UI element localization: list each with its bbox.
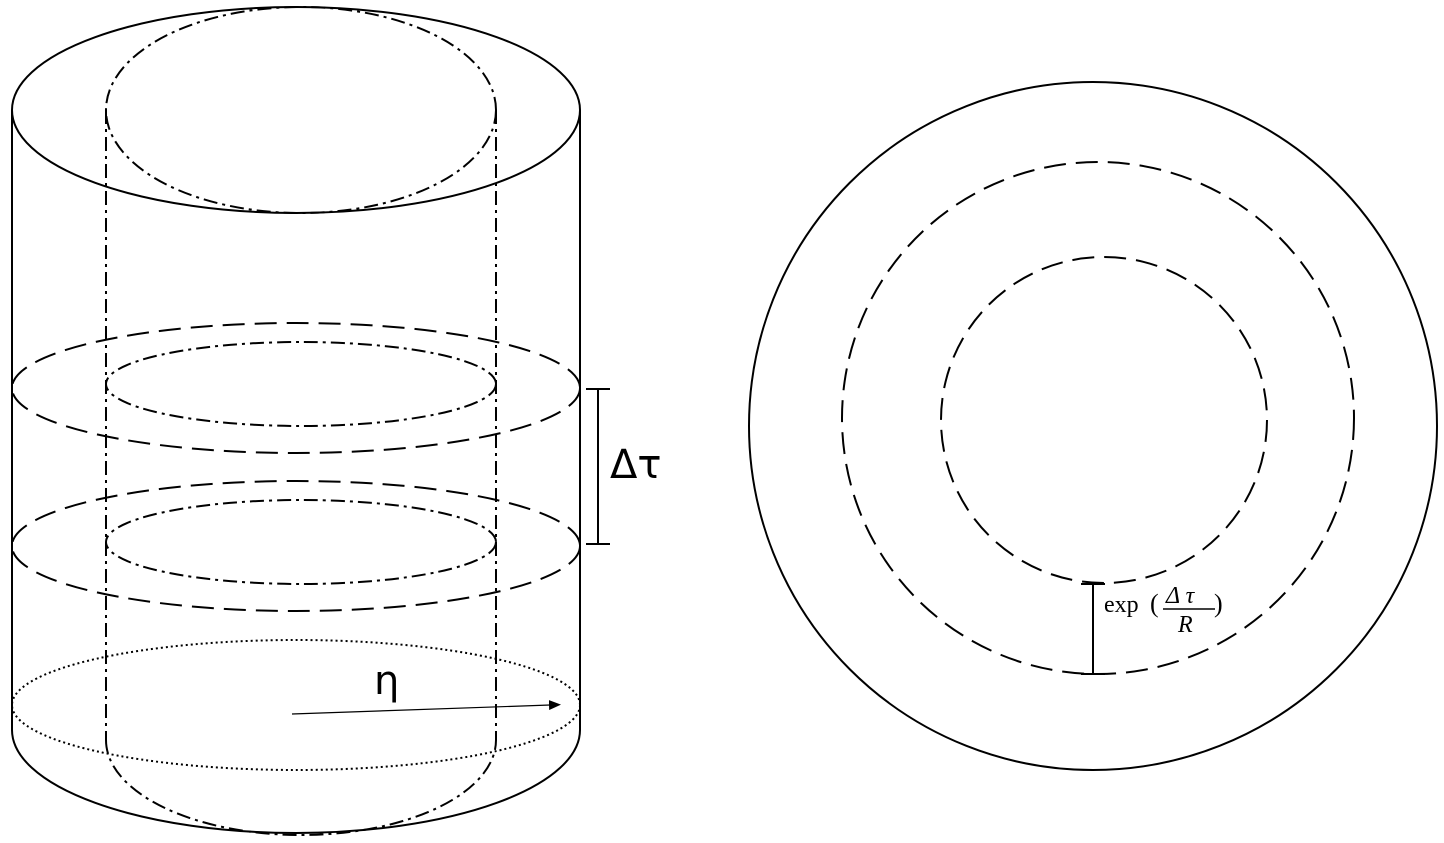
inner-cylinder-bottom (105, 739, 497, 836)
inner-dashed-circle (940, 256, 1268, 584)
delta-tau-label: Δτ (610, 442, 661, 488)
cylinder-figure (11, 6, 610, 836)
exp-bracket (1081, 583, 1105, 675)
eta-arrow (291, 700, 561, 715)
fraction-numerator: Δ τ (1165, 583, 1196, 609)
close-paren: ) (1214, 589, 1223, 618)
exp-func-text: exp (1104, 592, 1139, 618)
upper-slice-outer (11, 322, 581, 454)
lower-slice-inner (105, 499, 497, 585)
open-paren: ( (1150, 589, 1159, 618)
inner-cylinder-top (105, 6, 497, 214)
cylinder-bottom-rim (11, 729, 581, 834)
upper-slice-inner (105, 341, 497, 427)
delta-tau-bracket (586, 388, 610, 545)
fraction-denominator: R (1177, 612, 1193, 638)
eta-label: η (374, 658, 399, 704)
concentric-circles-figure (748, 81, 1438, 771)
bottom-dotted-ellipse (11, 639, 581, 771)
outer-solid-circle (748, 81, 1438, 771)
lower-slice-outer (11, 480, 581, 612)
exp-formula-label: exp ( Δ τ R ) (1104, 583, 1223, 638)
middle-dashed-circle (841, 161, 1355, 675)
cylinder-top-rim (11, 6, 581, 214)
